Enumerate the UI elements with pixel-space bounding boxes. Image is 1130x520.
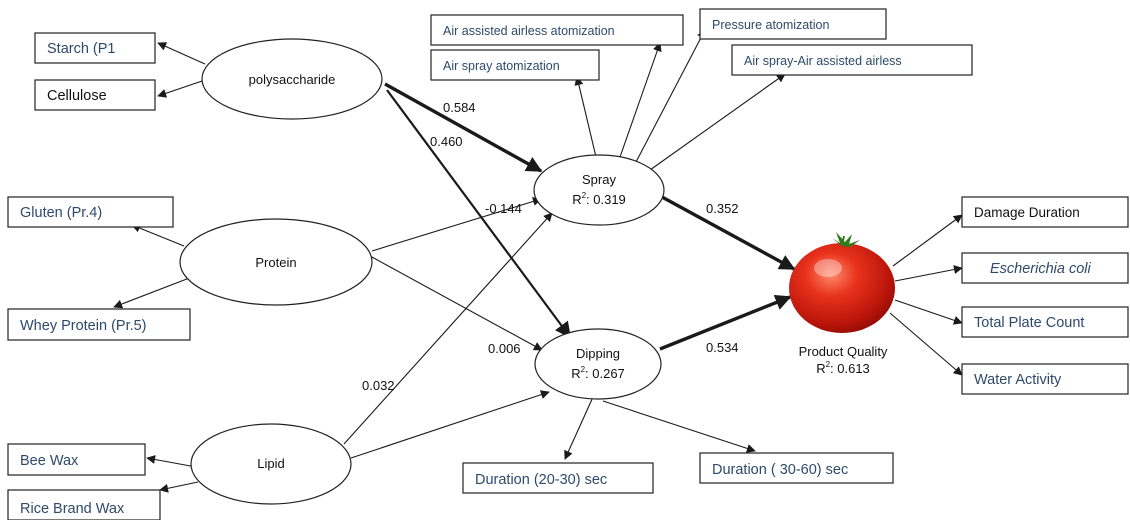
latent-dipping-label: Dipping [576, 346, 620, 361]
latent-lipid: Lipid [190, 423, 352, 505]
coef-lipid-spray: 0.032 [362, 378, 395, 393]
arrow-spray-airassisted [619, 42, 662, 158]
indicator-tpc-label: Total Plate Count [974, 315, 1084, 331]
coef-dipping-quality: 0.534 [706, 340, 739, 355]
latent-dipping-r2: R2: 0.267 [571, 365, 625, 381]
path-poly-dipping [386, 89, 571, 339]
arrow-lipid-beewax [146, 455, 197, 468]
indicator-duration-long-label: Duration ( 30-60) sec [712, 462, 848, 478]
indicator-starch: Starch (P1 [34, 32, 156, 64]
latent-spray: Spray R2: 0.319 [533, 154, 665, 226]
indicator-beewax-label: Bee Wax [20, 453, 79, 469]
indicator-air-spray-assisted-label: Air spray-Air assisted airless [744, 54, 902, 68]
path-lipid-dipping [350, 390, 550, 459]
indicator-air-spray: Air spray atomization [430, 49, 600, 81]
latent-spray-r2: R2: 0.319 [572, 191, 626, 207]
path-protein-dipping [369, 255, 543, 351]
indicator-air-spray-label: Air spray atomization [443, 59, 560, 73]
indicator-air-assisted-airless-label: Air assisted airless atomization [443, 24, 615, 38]
latent-quality-label: Product Quality [799, 344, 888, 359]
coef-poly-dipping: 0.460 [430, 134, 463, 149]
path-spray-quality [661, 195, 796, 271]
indicator-air-spray-assisted: Air spray-Air assisted airless [731, 44, 973, 76]
arrow-dipping-dur-short [564, 396, 594, 460]
arrow-quality-damage [892, 214, 963, 267]
arrow-quality-water [889, 312, 963, 376]
coef-spray-quality: 0.352 [706, 201, 739, 216]
latent-quality-r2: R2: 0.613 [816, 360, 870, 376]
arrow-poly-starch [157, 42, 206, 65]
indicator-ecoli-label: Escherichia coli [990, 261, 1092, 277]
arrow-poly-cellulose [157, 79, 206, 98]
indicator-duration-short: Duration (20-30) sec [462, 462, 654, 494]
arrow-dipping-dur-long [602, 400, 756, 453]
indicator-cellulose: Cellulose [34, 79, 156, 111]
latent-protein: Protein [179, 218, 373, 306]
indicator-duration-short-label: Duration (20-30) sec [475, 472, 607, 488]
arrow-quality-ecoli [894, 265, 963, 282]
indicator-pressure-label: Pressure atomization [712, 18, 829, 32]
indicator-tpc: Total Plate Count [961, 306, 1129, 338]
indicator-cellulose-label: Cellulose [47, 88, 107, 104]
indicator-starch-label: Starch (P1 [47, 41, 116, 57]
coef-protein-spray: -0.144 [485, 201, 522, 216]
coef-poly-spray: 0.584 [443, 100, 476, 115]
indicator-damage-duration-label: Damage Duration [974, 205, 1080, 220]
indicator-ricewax-label: Rice Brand Wax [20, 501, 125, 517]
arrow-spray-airspray [574, 76, 597, 158]
latent-product-quality: Product Quality R2: 0.613 [789, 232, 895, 376]
arrow-quality-tpc [894, 299, 963, 325]
latent-protein-label: Protein [255, 255, 296, 270]
arrow-protein-gluten [131, 223, 185, 247]
indicator-gluten: Gluten (Pr.4) [7, 196, 174, 228]
indicator-air-assisted-airless: Air assisted airless atomization [430, 14, 684, 46]
arrow-spray-pressure [635, 29, 706, 163]
latent-dipping: Dipping R2: 0.267 [534, 328, 662, 400]
path-dipping-quality [659, 294, 792, 351]
arrow-protein-whey [113, 276, 193, 309]
latent-lipid-label: Lipid [257, 456, 284, 471]
indicator-ricewax: Rice Brand Wax [7, 489, 161, 520]
indicator-whey: Whey Protein (Pr.5) [7, 308, 191, 341]
indicator-gluten-label: Gluten (Pr.4) [20, 205, 102, 221]
path-lipid-spray [343, 212, 553, 445]
indicator-ecoli: Escherichia coli [961, 252, 1129, 284]
indicator-duration-long: Duration ( 30-60) sec [699, 452, 894, 484]
latent-spray-label: Spray [582, 172, 616, 187]
latent-polysaccharide: polysaccharide [201, 38, 383, 120]
arrow-lipid-ricewax [159, 481, 199, 493]
indicator-pressure: Pressure atomization [699, 8, 887, 40]
indicator-water-activity-label: Water Activity [974, 372, 1062, 388]
latent-polysaccharide-label: polysaccharide [249, 72, 336, 87]
indicator-beewax: Bee Wax [7, 443, 146, 476]
coef-protein-dipping: 0.006 [488, 341, 521, 356]
indicator-water-activity: Water Activity [961, 363, 1129, 395]
tomato-icon [789, 232, 895, 333]
path-protein-spray [371, 197, 542, 252]
arrow-spray-airsprayassisted [649, 73, 786, 171]
path-poly-spray [384, 82, 543, 173]
indicator-whey-label: Whey Protein (Pr.5) [20, 318, 147, 334]
indicator-damage-duration: Damage Duration [961, 196, 1129, 228]
